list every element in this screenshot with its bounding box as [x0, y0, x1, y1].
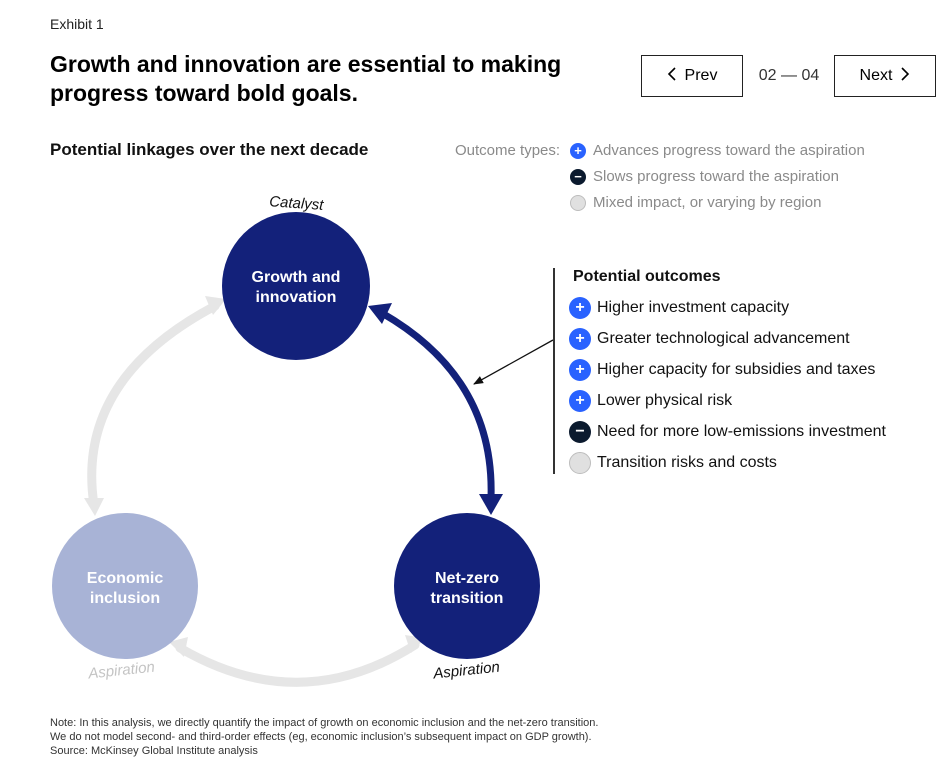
arrowhead-to-growth-active — [368, 303, 392, 324]
growth-label-line2: innovation — [256, 289, 337, 306]
mixed-icon — [570, 194, 586, 211]
footnote: Note: In this analysis, we directly quan… — [50, 716, 598, 758]
plus-icon: + — [569, 359, 591, 381]
diagram-subtitle: Potential linkages over the next decade — [50, 140, 369, 159]
growth-node — [222, 212, 370, 360]
note-line: Note: In this analysis, we directly quan… — [50, 717, 599, 729]
netzero-label-line2: transition — [431, 590, 504, 607]
catalyst-tag: Catalyst — [269, 193, 325, 214]
note-line: We do not model second- and third-order … — [50, 731, 592, 743]
arrowhead-to-netzero-bottom — [405, 635, 425, 653]
economic-netzero-link — [175, 640, 420, 687]
minus-icon: − — [569, 421, 591, 443]
outcome-label: Need for more low-emissions investment — [597, 423, 886, 440]
netzero-label-line1: Net-zero — [435, 570, 499, 587]
outcome-item: + Greater technological advancement — [569, 328, 850, 350]
mixed-icon — [569, 452, 591, 474]
plus-icon: + — [569, 328, 591, 350]
legend-item: Mixed impact, or varying by region — [570, 194, 821, 211]
prev-button[interactable]: Prev — [641, 55, 743, 97]
outcome-item: + Higher capacity for subsidies and taxe… — [569, 359, 875, 381]
economic-label-line1: Economic — [87, 570, 164, 587]
legend-item-label: Mixed impact, or varying by region — [593, 194, 822, 211]
growth-netzero-link — [378, 309, 495, 502]
outcomes-title: Potential outcomes — [573, 268, 721, 285]
next-button[interactable]: Next — [834, 55, 936, 97]
legend-item: − Slows progress toward the aspiration — [570, 168, 839, 185]
minus-icon: − — [570, 168, 586, 185]
page-title: Growth and innovation are essential to m… — [50, 51, 562, 106]
netzero-aspiration-tag: Aspiration — [431, 659, 500, 683]
chevron-right-icon — [900, 66, 910, 86]
outcome-item: Transition risks and costs — [569, 452, 777, 474]
exhibit-label: Exhibit 1 — [50, 16, 104, 32]
growth-economic-link — [87, 301, 220, 510]
outcome-label: Greater technological advancement — [597, 330, 850, 347]
outcome-label: Higher investment capacity — [597, 299, 790, 316]
plus-icon: + — [569, 297, 591, 319]
outcomes-panel: Potential outcomes + Higher investment c… — [553, 268, 886, 474]
legend-item: + Advances progress toward the aspiratio… — [570, 142, 865, 159]
legend-label: Outcome types: — [455, 142, 561, 159]
arrowhead-to-netzero-active — [479, 494, 503, 515]
arrowhead-to-economic — [84, 498, 104, 516]
prev-label: Prev — [684, 67, 718, 84]
outcome-label: Higher capacity for subsidies and taxes — [597, 361, 876, 378]
next-label: Next — [859, 67, 893, 84]
outcome-item: + Higher investment capacity — [569, 297, 789, 319]
outcome-label: Lower physical risk — [597, 392, 733, 409]
page-counter: 02 — 04 — [758, 67, 820, 84]
outcomes-pointer — [473, 339, 554, 385]
economic-aspiration-tag: Aspiration — [86, 659, 155, 683]
growth-label-line1: Growth and — [252, 269, 341, 286]
netzero-node — [394, 513, 540, 659]
economic-label-line2: inclusion — [90, 590, 160, 607]
source-line: Source: McKinsey Global Institute analys… — [50, 745, 258, 757]
outcome-item: − Need for more low-emissions investment — [569, 421, 886, 443]
outcome-label: Transition risks and costs — [597, 454, 777, 471]
legend-item-label: Slows progress toward the aspiration — [593, 168, 839, 185]
outcome-item: + Lower physical risk — [569, 390, 732, 412]
plus-icon: + — [569, 390, 591, 412]
economic-node — [52, 513, 198, 659]
chevron-left-icon — [667, 66, 677, 86]
plus-icon: + — [570, 142, 586, 159]
arrowhead-to-growth — [205, 296, 226, 315]
arrowhead-to-economic-bottom — [169, 637, 188, 657]
legend-item-label: Advances progress toward the aspiration — [593, 142, 865, 159]
